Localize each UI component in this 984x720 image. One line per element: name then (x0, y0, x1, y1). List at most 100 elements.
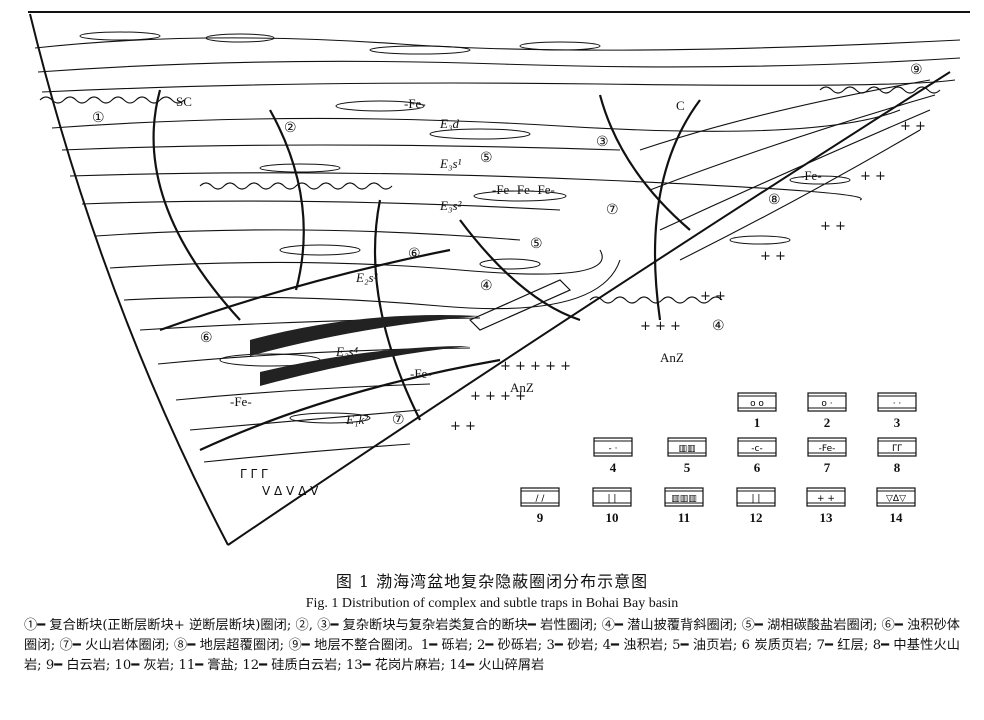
legend-pattern: - · (609, 444, 618, 454)
zone-marker-7a: ⑦ (606, 202, 619, 218)
zone-marker-1: ① (92, 110, 105, 126)
legend-pattern: ΓΓ (892, 444, 902, 454)
legend-number: 10 (606, 510, 619, 525)
svg-text:+ +: + + (900, 119, 926, 134)
legend-swatch (664, 487, 704, 507)
legend-number: 4 (610, 460, 617, 475)
zone-marker-8: ⑧ (768, 192, 781, 208)
svg-text:+ +: + + (820, 219, 846, 234)
legend-swatch (876, 487, 916, 507)
legend-pattern: -Fe- (819, 444, 836, 454)
legend-pattern: | | (608, 494, 617, 504)
stratum-e2s3: E₂s³ (355, 270, 379, 285)
legend-item: -Fe- 7 (807, 437, 847, 475)
sand-lenses (79, 31, 851, 424)
legend-swatch (737, 392, 777, 412)
legend-swatch (877, 437, 917, 457)
caption-description: ①━ 复合断块(正断层断块+ 逆断层断块)圈闭; ②, ③━ 复杂断块与复杂岩类… (24, 618, 960, 673)
label-anz-2: AnZ (510, 380, 534, 395)
svg-text:+ +: + + (700, 289, 726, 304)
zone-marker-5b: ⑤ (530, 236, 543, 252)
stratum-e1k2: E₁k² (345, 412, 369, 427)
legend-pattern: ▽Δ▽ (886, 494, 906, 504)
legend-swatch (592, 487, 632, 507)
legend-pattern: ▥▥ (678, 444, 695, 454)
legend-item: | |12 (736, 487, 776, 525)
label-fe-1: -Fe- (404, 96, 426, 111)
legend-number: 13 (820, 510, 834, 525)
caption-title-cn: 图 1 渤海湾盆地复杂隐蔽圈闭分布示意图 (335, 572, 649, 591)
label-fe-3: -Fe- (410, 366, 432, 381)
legend-item: o o 1 (737, 392, 777, 430)
caption-title-en: Fig. 1 Distribution of complex and subtl… (305, 596, 679, 611)
basin-outline (28, 11, 970, 546)
stratum-e2s4: E₂s⁴ (335, 344, 359, 359)
legend-swatch (806, 487, 846, 507)
legend-swatch (807, 392, 847, 412)
stratum-e3d: E₃d (439, 116, 459, 131)
unconformity-lines (39, 86, 941, 304)
legend-number: 8 (894, 460, 901, 475)
legend-pattern: + + (817, 494, 835, 504)
label-c-1: C (676, 98, 685, 113)
zone-marker-6a: ⑥ (408, 246, 421, 262)
legend-swatch (877, 392, 917, 412)
zone-marker-2: ② (284, 120, 297, 136)
legend-swatch (593, 437, 633, 457)
fault-lines (152, 89, 701, 451)
svg-text:Γ Γ Γ: Γ Γ Γ (240, 467, 268, 481)
legend-number: 6 (754, 460, 761, 475)
legend-pattern: -c- (751, 444, 762, 454)
gypsum-band (250, 279, 572, 386)
legend-number: 1 (754, 415, 761, 430)
svg-text:V Δ V Δ V: V Δ V Δ V (262, 484, 319, 498)
legend-number: 9 (537, 510, 544, 525)
svg-text:+ +: + + (450, 419, 476, 434)
trap-distribution-diagram: + + + + + + + + + + + + + + + + + + + + … (28, 11, 970, 546)
zone-marker-6b: ⑥ (200, 330, 213, 346)
legend-item: ▥▥▥ 11 (664, 487, 704, 525)
legend-number: 11 (678, 510, 690, 525)
zone-marker-3: ③ (596, 134, 609, 150)
label-anz-1: AnZ (660, 350, 684, 365)
legend-pattern: ▥▥▥ (671, 494, 697, 504)
legend-item: / / 9 (520, 487, 560, 525)
legend-pattern: · · (893, 399, 902, 409)
legend-number: 3 (894, 415, 901, 430)
legend-number: 7 (824, 460, 831, 475)
legend-swatch (737, 437, 777, 457)
legend-item: · · 3 (877, 392, 917, 430)
label-sc: SC (176, 94, 192, 109)
zone-marker-9: ⑨ (910, 62, 923, 78)
legend-item: - · 4 (593, 437, 633, 475)
svg-text:+ +: + + (760, 249, 786, 264)
granite-gneiss-area: + + + + + + + + + + + + + + + + + + + + … (450, 119, 926, 434)
legend-number: 14 (890, 510, 904, 525)
zone-marker-4b: ④ (712, 318, 725, 334)
legend-item: o ·2 (807, 392, 847, 430)
legend-pattern: | | (752, 494, 761, 504)
svg-text:+ + +: + + + (640, 319, 681, 334)
legend-swatch (520, 487, 560, 507)
svg-text:+ +: + + (860, 169, 886, 184)
legend-pattern: o o (750, 399, 764, 409)
label-fe-row: -Fe- Fe- Fe- (492, 182, 555, 197)
legend-item: ▽Δ▽ 14 (876, 487, 916, 525)
volcanic-clastic-area: V Δ V Δ V Γ Γ Γ (240, 467, 319, 498)
figure-caption: 图 1 渤海湾盆地复杂隐蔽圈闭分布示意图 Fig. 1 Distribution… (0, 568, 984, 676)
legend-item: -c- 6 (737, 437, 777, 475)
label-fe-2: -Fe- (230, 394, 252, 409)
legend-pattern: / / (536, 494, 546, 504)
label-fe-4: -Fe- (800, 168, 822, 183)
legend-item: + + 13 (806, 487, 846, 525)
legend-pattern: o · (821, 399, 832, 409)
svg-text:+ + + + +: + + + + + (500, 359, 571, 374)
legend-swatch (807, 437, 847, 457)
legend-item: | | 10 (592, 487, 632, 525)
legend-swatch (667, 437, 707, 457)
zone-marker-7b: ⑦ (392, 412, 405, 428)
zone-marker-4a: ④ (480, 278, 493, 294)
legend-swatch (736, 487, 776, 507)
legend-item: ΓΓ 8 (877, 437, 917, 475)
